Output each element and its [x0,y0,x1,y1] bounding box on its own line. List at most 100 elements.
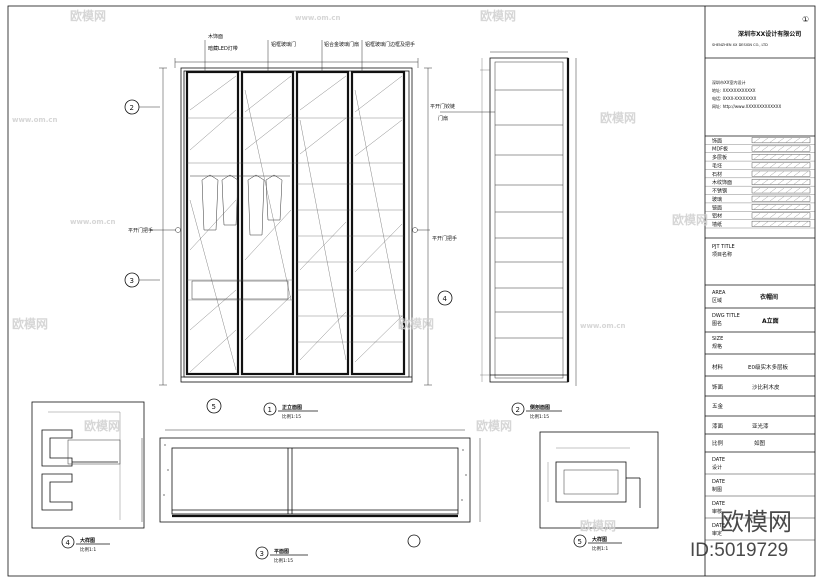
legend-swatch-hatch [753,204,761,210]
callout-text: 木饰面 [208,33,223,40]
legend-swatch-hatch [753,162,761,168]
watermark-brand: 欧模网 [70,8,106,23]
handle-right-label: 平开门把手 [432,235,457,242]
material-value: E0级实木多层板 [748,363,788,371]
legend-swatch-hatch [793,196,801,202]
callout-text: 铝框玻璃门 [271,41,296,48]
date-label-en: DATE [712,501,725,507]
view-scale: 比例1:1 [592,545,608,552]
watermark-brand: 欧模网 [476,418,512,433]
legend-swatch-hatch [769,204,777,210]
legend-swatch-hatch [785,154,793,160]
front-elevation: 平开门把手 平开门把手 木饰面 铝框玻璃门 铝合金玻璃门扇 铝框玻璃门边框及把手… [124,33,457,420]
legend-swatch-hatch [777,179,785,185]
area-label-en: AREA [712,290,726,296]
legend-swatch-hatch [793,213,801,218]
detail-left: 4 大样图 比例1:1 [31,401,145,553]
section-marker-label: 3 [130,277,134,285]
legend-swatch-hatch [801,171,809,176]
finish-label: 漆面 [712,422,724,430]
legend-swatch-hatch [801,204,809,210]
legend-swatch-hatch [777,162,785,168]
legend-swatch-hatch [785,196,793,202]
watermark-brand: 欧模网 [600,110,636,125]
legend-swatch-hatch [801,179,809,185]
view-number: 4 [66,539,71,547]
view-title: 大样图 [80,537,95,544]
legend-swatch-hatch [777,171,785,176]
finish-value: 亚光漆 [752,422,769,430]
address-line: 电话: 0XXX-XXXXXXXX [712,95,757,101]
legend-swatch-hatch [753,146,761,151]
veneer-label: 饰面 [712,383,724,391]
legend-label: 饰面 [712,137,722,144]
legend-swatch-hatch [777,188,785,193]
door-panel [295,70,350,376]
date-label-en: DATE [712,523,725,529]
legend-swatch-hatch [785,146,793,151]
callout-text: 暗藏LED灯带 [208,45,238,52]
legend-swatch-hatch [753,221,761,227]
plan-view: 3 平面图 比例1:15 [141,429,481,564]
section-marker-label: 4 [443,295,448,303]
watermark-brand: 欧模网 [84,418,120,433]
legend-label: 石材 [712,171,722,178]
legend-swatch-hatch [801,196,809,202]
scale-label: 比例 [712,439,724,447]
legend-swatch-hatch [769,162,777,168]
legend-swatch-hatch [753,137,761,143]
address-line: 深圳市XX室内设计 [712,79,745,85]
watermark-brand: 欧模网 [480,8,516,23]
date-label-cn: 设计 [712,464,722,471]
legend-swatch-hatch [793,171,801,176]
watermark-url: www.om.cn [295,14,341,22]
legend-swatch-hatch [777,196,785,202]
view-scale: 比例1:1 [80,546,96,553]
legend-label: 镜面 [712,204,722,211]
legend-swatch-hatch [777,137,785,143]
legend-swatch-hatch [777,154,785,160]
address-line: 地址: XXXXXXXXXXXX [712,87,756,93]
legend-swatch-hatch [785,179,793,185]
dwg-title-label-en: DWG TITLE [712,313,740,319]
scale-value: 如图 [754,439,766,447]
legend-swatch-hatch [769,188,777,193]
dwg-title-value: A立面 [762,317,779,325]
legend-label: 毛坯 [712,162,722,169]
watermark-logo: 欧模网 [720,509,792,536]
watermark-id: ID:5019729 [690,540,788,561]
size-label-en: SIZE [712,336,723,342]
watermark-brand: 欧模网 [12,316,48,331]
legend-swatch-hatch [761,204,769,210]
view-number: 3 [260,550,264,558]
watermark-brand: 欧模网 [580,518,616,533]
watermark-url: www.om.cn [580,322,626,330]
legend-swatch-hatch [801,162,809,168]
legend-swatch-hatch [785,213,793,218]
legend-swatch-hatch [785,188,793,193]
legend-swatch-hatch [761,171,769,176]
legend-swatch-hatch [761,213,769,218]
legend-swatch-hatch [769,221,777,227]
legend-swatch-hatch [785,137,793,143]
legend-swatch-hatch [793,154,801,160]
section-marker-label: 2 [130,104,134,112]
legend-swatch-hatch [761,188,769,193]
legend-swatch-hatch [777,204,785,210]
detail-right: 5 大样图 比例1:1 [539,431,659,552]
sheet-number: ① [802,15,809,24]
date-label-en: DATE [712,457,725,463]
title-block: ① 深圳市XX设计有限公司 SHENZHEN XX DESIGN CO., LT… [705,15,815,541]
legend-swatch-hatch [753,154,761,160]
legend-swatch-hatch [801,213,809,218]
legend-label: 玻璃 [712,196,722,203]
legend-swatch-hatch [753,188,761,193]
project-title-label-en: PJT TITLE [712,244,735,250]
watermark-url: www.om.cn [12,116,58,124]
legend-swatch-hatch [769,137,777,143]
legend-label: 不锈钢 [712,188,727,195]
watermark-layer: 欧模网 www.om.cn 欧模网 欧模网 www.om.cn www.om.c… [12,8,792,561]
size-label-cn: 规格 [712,343,722,350]
section-marker-label: 5 [212,403,216,411]
